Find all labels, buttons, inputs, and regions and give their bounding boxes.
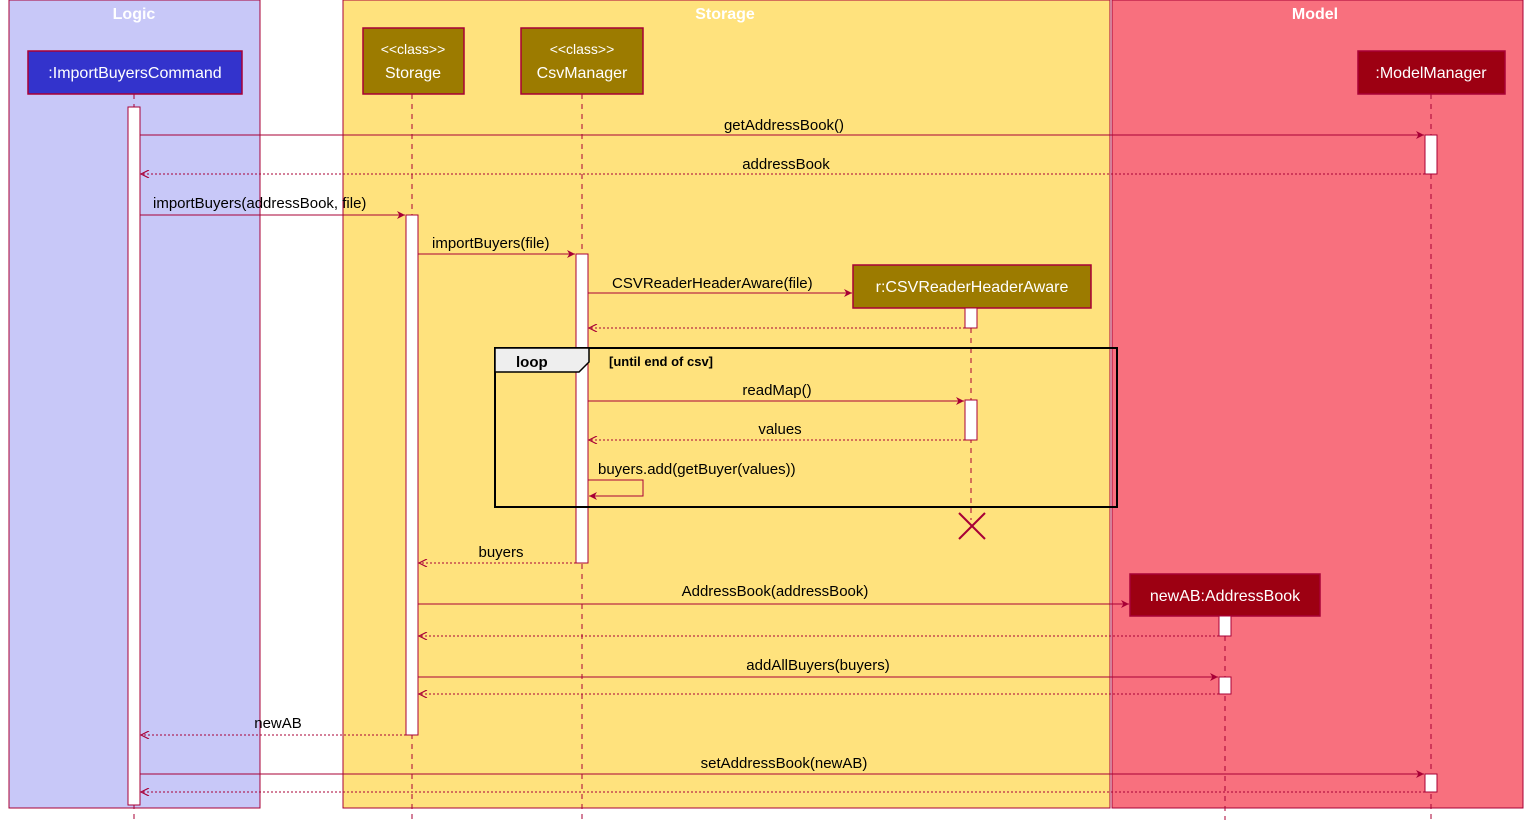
model-box-title: Model [1292, 6, 1338, 23]
msg-set-address-book: setAddressBook(newAB) [701, 755, 868, 772]
msg-buyers-add: buyers.add(getBuyer(values)) [598, 461, 796, 478]
svg-text::ModelManager: :ModelManager [1375, 65, 1487, 82]
activation-new-ab-1 [1218, 615, 1232, 637]
msg-address-book-ctor: AddressBook(addressBook) [682, 583, 869, 600]
msg-import-buyers-ab: importBuyers(addressBook, file) [153, 195, 366, 212]
msg-new-ab-return: newAB [254, 715, 302, 732]
msg-address-book-return: addressBook [742, 156, 830, 173]
svg-text:<<class>>: <<class>> [550, 41, 615, 57]
loop-guard: [until end of csv] [609, 354, 713, 369]
activation-csv-manager [575, 253, 589, 564]
msg-import-buyers-file: importBuyers(file) [432, 235, 550, 252]
activation-reader-2 [964, 399, 978, 441]
loop-label: loop [516, 354, 548, 371]
svg-text:CsvManager: CsvManager [537, 65, 628, 82]
msg-add-all-buyers: addAllBuyers(buyers) [746, 657, 889, 674]
svg-text:<<class>>: <<class>> [381, 41, 446, 57]
svg-text:newAB:AddressBook: newAB:AddressBook [1150, 588, 1301, 605]
activation-reader-1 [964, 307, 978, 329]
participant-csv-manager: <<class>> CsvManager [520, 27, 644, 95]
msg-csv-reader-ctor: CSVReaderHeaderAware(file) [612, 275, 813, 292]
msg-values-return: values [758, 421, 801, 438]
participant-csv-reader: r:CSVReaderHeaderAware [852, 264, 1092, 309]
activation-model-manager-1 [1424, 134, 1438, 175]
model-box [1111, 0, 1524, 809]
msg-buyers-return: buyers [478, 544, 523, 561]
loop-frame: loop [until end of csv] [494, 347, 1118, 508]
activation-import-cmd [127, 106, 141, 806]
svg-text:Storage: Storage [385, 65, 441, 82]
msg-get-address-book: getAddressBook() [724, 117, 844, 134]
participant-new-address-book: newAB:AddressBook [1129, 573, 1321, 617]
activation-storage [405, 214, 419, 736]
arrow-buyers-add [588, 479, 644, 500]
svg-text::ImportBuyersCommand: :ImportBuyersCommand [48, 65, 221, 82]
msg-read-map: readMap() [742, 382, 811, 399]
participant-model-manager: :ModelManager [1357, 50, 1506, 95]
participant-import-buyers-command: :ImportBuyersCommand [27, 50, 243, 95]
participant-storage: <<class>> Storage [362, 27, 465, 95]
destroy-marker [958, 512, 986, 540]
activation-new-ab-2 [1218, 676, 1232, 695]
logic-box-title: Logic [113, 6, 156, 23]
activation-model-manager-2 [1424, 773, 1438, 793]
svg-text:r:CSVReaderHeaderAware: r:CSVReaderHeaderAware [876, 279, 1069, 296]
storage-box-title: Storage [695, 6, 755, 23]
